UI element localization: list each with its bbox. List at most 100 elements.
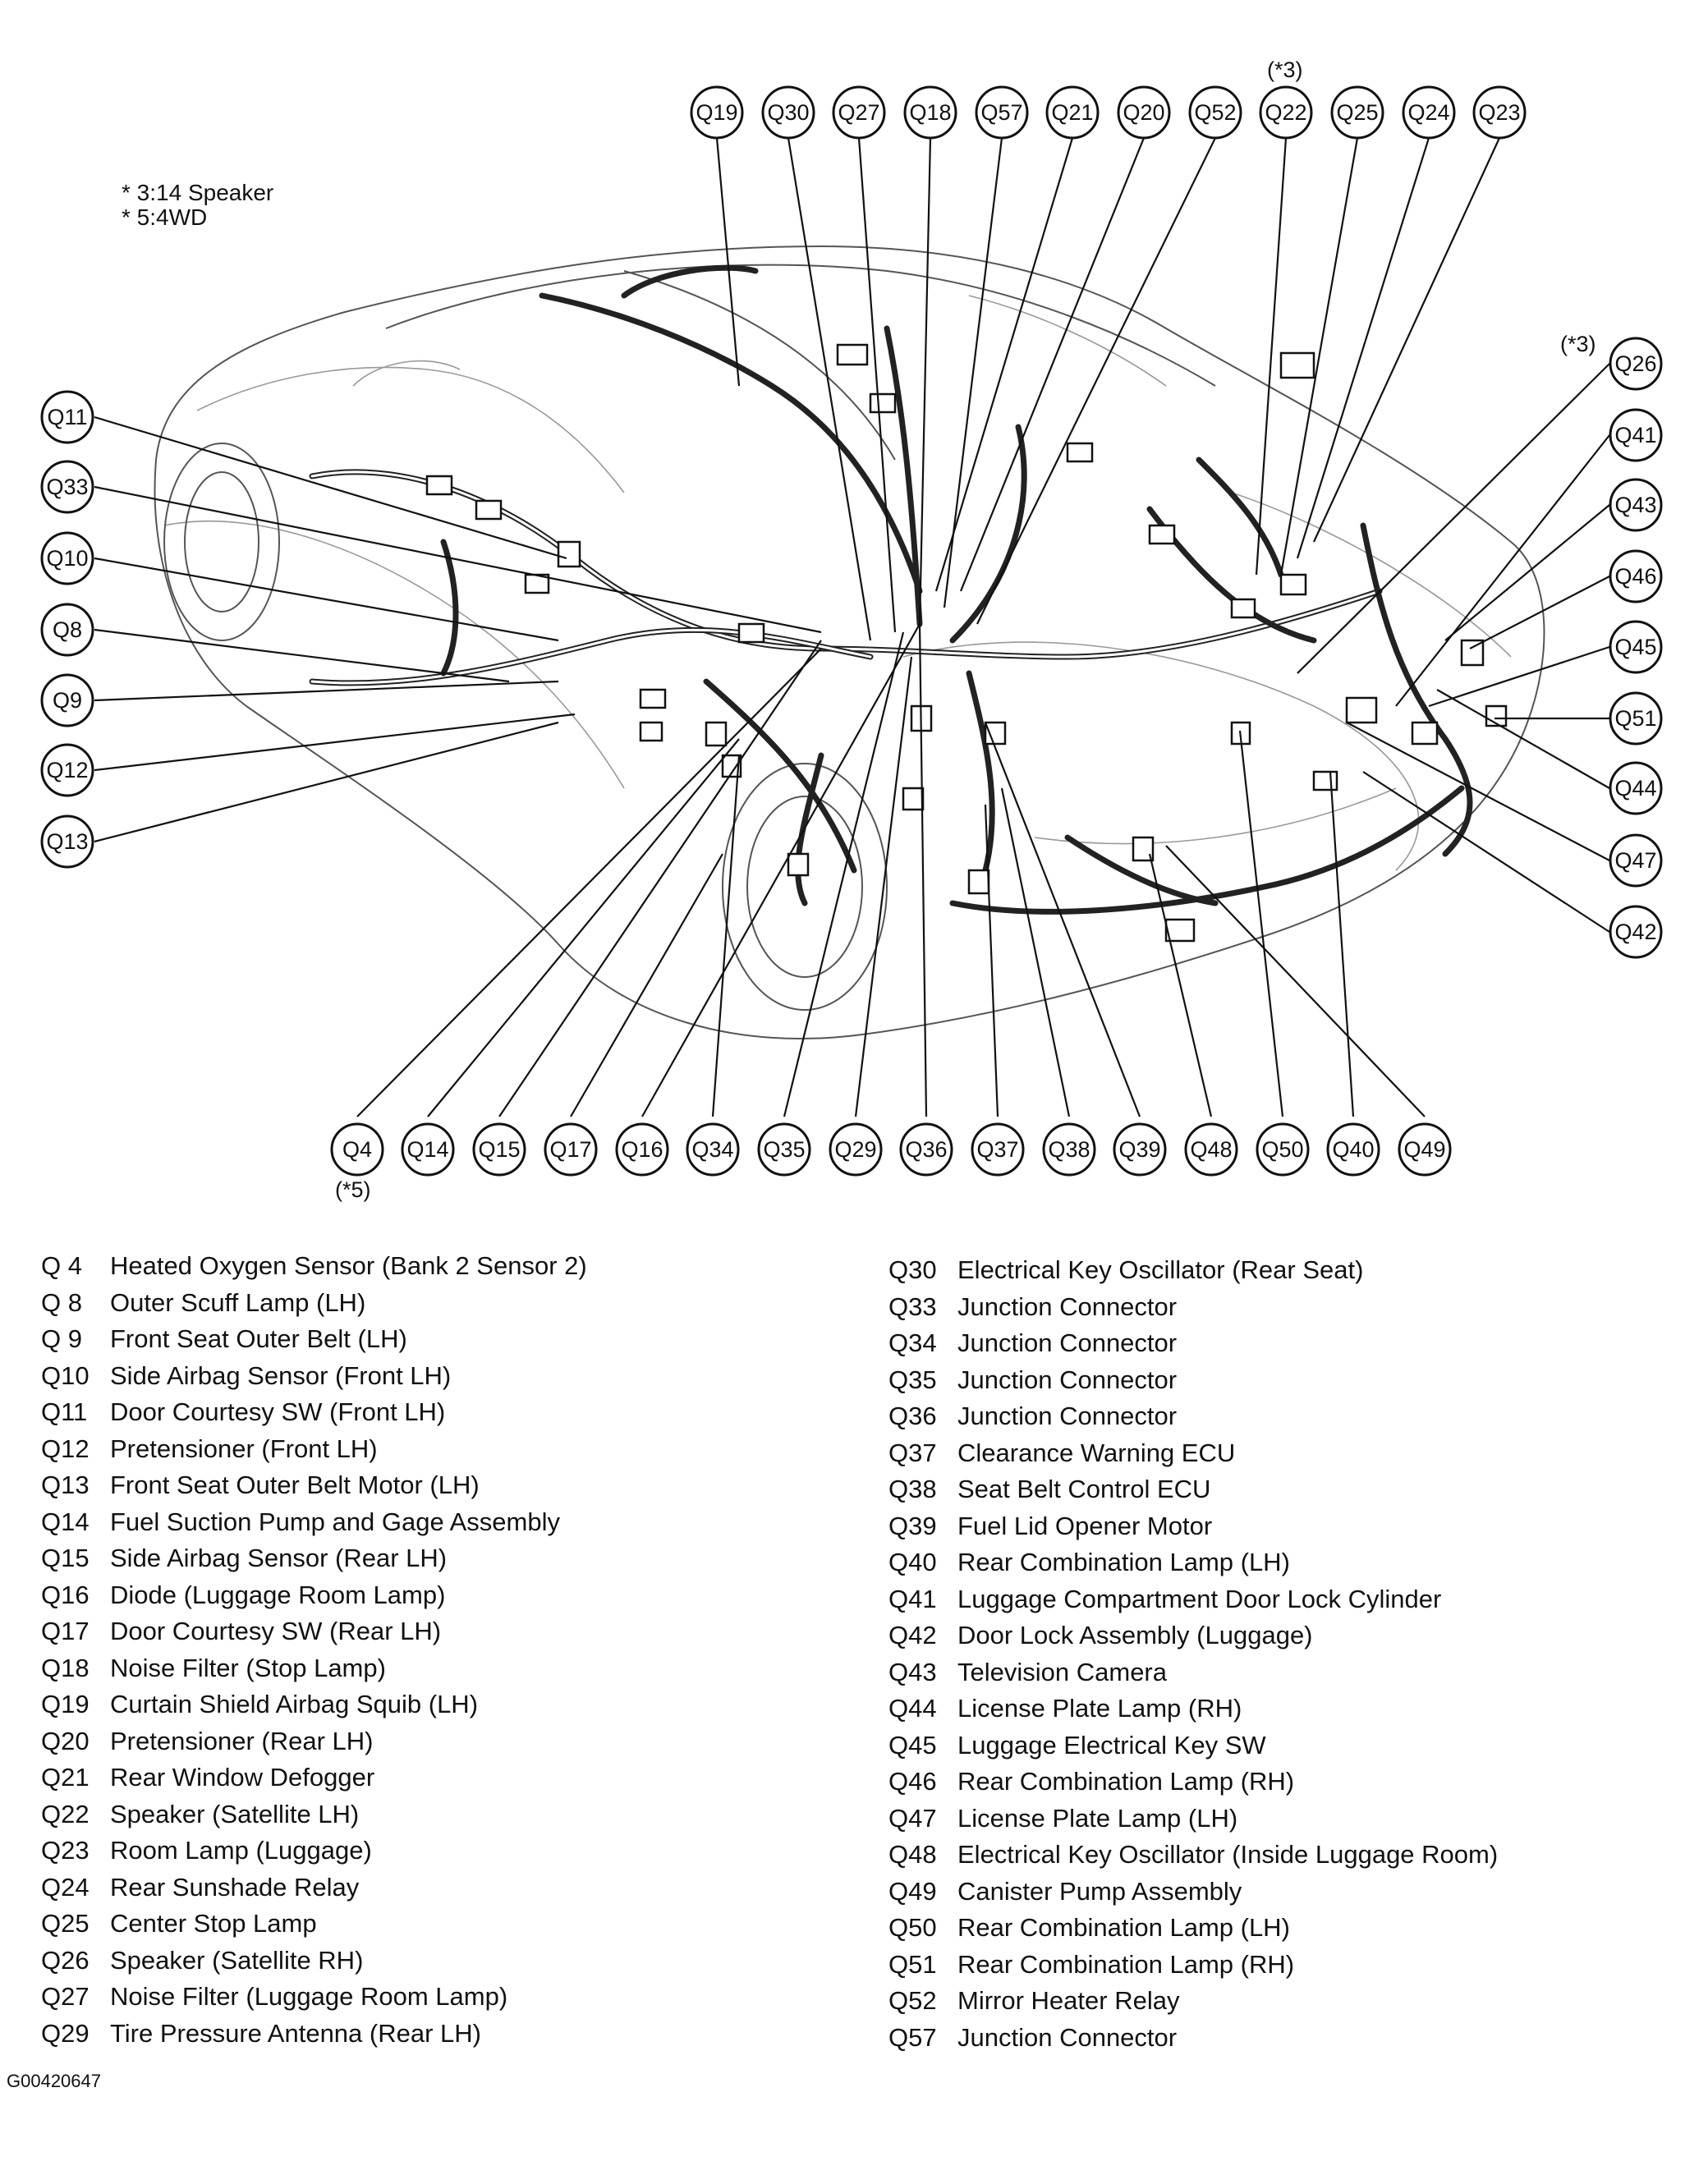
legend-code: Q16	[41, 1580, 90, 1609]
legend-name: License Plate Lamp (LH)	[957, 1803, 1238, 1833]
legend-name: Rear Combination Lamp (RH)	[957, 1767, 1295, 1796]
callout-q14: Q14	[401, 1122, 455, 1177]
svg-text:Q36: Q36	[905, 1137, 947, 1162]
svg-text:Q14: Q14	[406, 1137, 448, 1162]
callout-q36: Q36	[899, 1122, 953, 1177]
q4-star-note: (*5)	[335, 1177, 371, 1202]
callout-q20: Q20	[1117, 85, 1171, 140]
legend-name: Front Seat Outer Belt Motor (LH)	[110, 1470, 480, 1499]
svg-text:Q52: Q52	[1194, 100, 1236, 125]
svg-text:Q20: Q20	[1123, 100, 1164, 125]
legend-row: Q22 Speaker (Satellite LH)	[41, 1796, 587, 1833]
callout-q42: Q42	[1609, 905, 1663, 959]
legend-name: Speaker (Satellite LH)	[110, 1799, 360, 1828]
legend-name: Noise Filter (Stop Lamp)	[110, 1653, 386, 1682]
svg-text:Q15: Q15	[478, 1137, 520, 1162]
legend-code: Q41	[888, 1584, 937, 1613]
svg-text:Q16: Q16	[621, 1137, 663, 1162]
legend-name: Curtain Shield Airbag Squib (LH)	[110, 1690, 479, 1718]
legend-code: Q14	[41, 1507, 90, 1536]
footnote-speaker: * 3:14 Speaker	[122, 180, 274, 205]
callout-q33: Q33	[40, 460, 94, 514]
legend-code: Q19	[41, 1690, 90, 1718]
legend-name: Door Lock Assembly (Luggage)	[957, 1621, 1313, 1649]
svg-text:Q45: Q45	[1614, 635, 1656, 659]
legend-name: Luggage Electrical Key SW	[957, 1730, 1266, 1760]
svg-text:Q27: Q27	[838, 100, 879, 125]
legend-code: Q44	[888, 1694, 937, 1723]
legend-code: Q40	[888, 1548, 937, 1576]
legend-name: Front Seat Outer Belt (LH)	[110, 1324, 407, 1353]
legend-name: Television Camera	[957, 1657, 1167, 1686]
legend-code: Q38	[888, 1475, 937, 1503]
legend-code: Q18	[41, 1653, 90, 1682]
legend-name: Pretensioner (Rear LH)	[110, 1726, 374, 1755]
callout-q16: Q16	[615, 1122, 669, 1177]
svg-text:Q25: Q25	[1336, 100, 1378, 125]
legend-name: Noise Filter (Luggage Room Lamp)	[110, 1982, 508, 2011]
svg-text:Q17: Q17	[549, 1137, 591, 1162]
leader-lines	[94, 137, 1610, 1117]
legend-name: Rear Combination Lamp (LH)	[957, 1913, 1290, 1942]
callout-q44: Q44	[1609, 761, 1663, 815]
svg-text:Q4: Q4	[342, 1137, 372, 1162]
svg-text:Q44: Q44	[1614, 776, 1656, 801]
svg-text:Q23: Q23	[1478, 100, 1520, 125]
svg-text:Q43: Q43	[1614, 493, 1656, 517]
legend-code: Q50	[888, 1913, 937, 1942]
legend-code: Q26	[41, 1945, 90, 1975]
legend-name: Center Stop Lamp	[110, 1909, 317, 1938]
svg-text:Q34: Q34	[691, 1137, 733, 1162]
svg-text:Q22: Q22	[1265, 100, 1306, 125]
legend-name: Seat Belt Control ECU	[957, 1475, 1211, 1503]
callout-q30: Q30	[761, 85, 815, 140]
footnote-4wd: * 5:4WD	[122, 204, 208, 230]
svg-text:Q19: Q19	[696, 100, 737, 125]
callout-q45: Q45	[1609, 620, 1663, 674]
callout-q22: Q22	[1259, 85, 1313, 140]
q22-star-note: (*3)	[1267, 57, 1303, 82]
svg-text:Q40: Q40	[1332, 1137, 1374, 1162]
callout-q19: Q19	[690, 85, 744, 140]
callout-q26: Q26	[1609, 337, 1663, 391]
callout-q13: Q13	[40, 814, 94, 869]
legend-name: Junction Connector	[957, 1365, 1178, 1394]
svg-text:Q46: Q46	[1614, 564, 1656, 589]
callout-q15: Q15	[472, 1122, 526, 1177]
callout-q50: Q50	[1256, 1122, 1310, 1177]
legend-code: Q43	[888, 1657, 937, 1686]
legend-code: Q22	[41, 1799, 90, 1828]
legend-name: License Plate Lamp (RH)	[957, 1694, 1242, 1723]
callout-q25: Q25	[1330, 85, 1384, 140]
callout-q8: Q8	[40, 603, 94, 657]
svg-text:Q33: Q33	[46, 475, 88, 499]
legend-code: Q13	[41, 1470, 90, 1499]
svg-text:Q12: Q12	[46, 758, 88, 782]
callout-q40: Q40	[1326, 1122, 1380, 1177]
legend-name: Junction Connector	[957, 1292, 1178, 1321]
callout-q46: Q46	[1609, 549, 1663, 603]
legend-name: Rear Combination Lamp (RH)	[957, 1949, 1295, 1979]
legend-row: Q40 Rear Combination Lamp (LH)	[888, 1544, 1498, 1581]
callout-q47: Q47	[1609, 833, 1663, 888]
svg-text:Q13: Q13	[46, 829, 88, 854]
legend-code: Q24	[41, 1872, 90, 1902]
callout-q39: Q39	[1113, 1122, 1167, 1177]
legend-name: Door Courtesy SW (Front LH)	[110, 1397, 446, 1426]
legend-name: Rear Combination Lamp (LH)	[957, 1548, 1290, 1576]
legend-code: Q15	[41, 1544, 90, 1572]
legend-name: Heated Oxygen Sensor (Bank 2 Sensor 2)	[110, 1251, 587, 1280]
legend-code: Q35	[888, 1365, 937, 1394]
